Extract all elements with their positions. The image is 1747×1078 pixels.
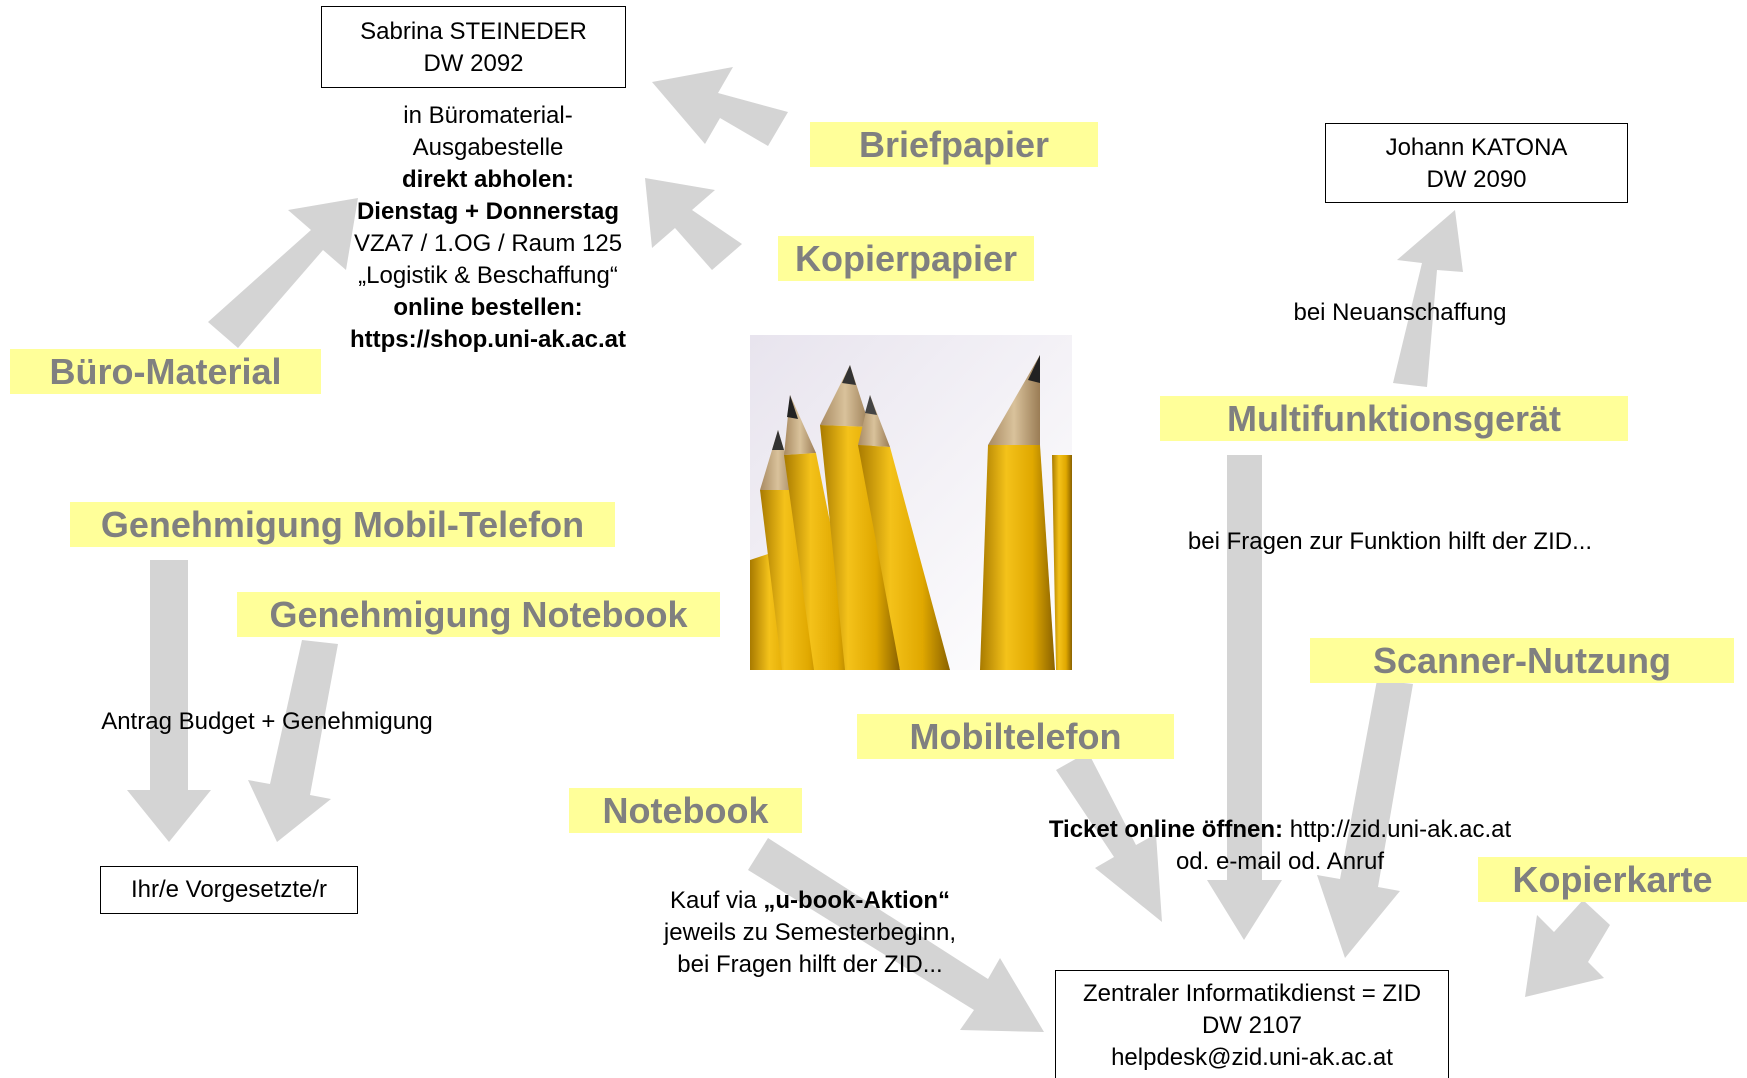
label-scanner: Scanner-Nutzung <box>1310 638 1734 683</box>
arrow-notebook-genehmigung-to-vorgesetzte <box>248 640 338 842</box>
arrow-notebook-to-zid <box>748 838 1044 1032</box>
arrow-multifunktion-to-katona <box>1393 210 1463 387</box>
arrow-multifunktion-to-zid <box>1207 455 1282 940</box>
label-bueromaterial: Büro-Material <box>10 349 321 394</box>
note-kauf: Kauf via „u-book-Aktion“ jeweils zu Seme… <box>630 885 990 981</box>
arrow-mobiltelefon-to-zid <box>1056 752 1162 922</box>
pencils-image <box>750 335 1072 670</box>
label-kopierkarte: Kopierkarte <box>1478 857 1747 902</box>
kauf-prefix: Kauf via <box>669 887 764 914</box>
kauf-line1: Kauf via „u-book-Aktion“ <box>630 885 990 917</box>
note-ticket: Ticket online öffnen: http://zid.uni-ak.… <box>1020 814 1540 878</box>
note-neuanschaffung: bei Neuanschaffung <box>1293 299 1507 326</box>
steineder-info-line: direkt abholen: <box>401 166 575 193</box>
kauf-bold: „u-book-Aktion“ <box>763 887 951 914</box>
arrow-bueromaterial-to-steineder <box>208 198 358 348</box>
zid-phone: DW 2107 <box>1201 1012 1303 1039</box>
ticket-line2: od. e-mail od. Anruf <box>1175 848 1385 875</box>
label-multifunktion: Multifunktionsgerät <box>1160 396 1628 441</box>
steineder-phone: DW 2092 <box>423 50 524 77</box>
zid-email: helpdesk@zid.uni-ak.ac.at <box>1111 1044 1393 1071</box>
steineder-info: in Büromaterial- Ausgabestelle direkt ab… <box>300 100 676 356</box>
ticket-url: http://zid.uni-ak.ac.at <box>1283 816 1512 843</box>
arrow-scanner-to-zid <box>1317 680 1413 958</box>
steineder-info-line: Ausgabestelle <box>412 134 564 161</box>
arrow-kopierpapier-to-steineder <box>645 178 742 270</box>
arrow-briefpapier-to-steineder <box>652 67 788 146</box>
label-notebook: Notebook <box>569 788 802 833</box>
kauf-line3: bei Fragen hilft der ZID... <box>677 951 943 978</box>
vorgesetzte-box: Ihr/e Vorgesetzte/r <box>100 866 358 914</box>
arrow-mobil-genehmigung-to-vorgesetzte <box>127 560 211 842</box>
note-fragen-funktion: bei Fragen zur Funktion hilft der ZID... <box>1187 528 1593 555</box>
steineder-name: Sabrina STEINEDER <box>360 18 587 45</box>
katona-box: Johann KATONA DW 2090 <box>1325 123 1628 203</box>
note-antrag: Antrag Budget + Genehmigung <box>101 708 433 735</box>
steineder-info-line: in Büromaterial- <box>403 102 573 129</box>
vorgesetzte-text: Ihr/e Vorgesetzte/r <box>130 876 328 903</box>
steineder-box: Sabrina STEINEDER DW 2092 <box>321 6 626 88</box>
steineder-info-line: https://shop.uni-ak.ac.at <box>349 326 627 353</box>
label-kopierpapier: Kopierpapier <box>778 236 1034 281</box>
steineder-info-line: VZA7 / 1.OG / Raum 125 <box>353 230 623 257</box>
label-mobiltelefon: Mobiltelefon <box>857 714 1174 759</box>
steineder-info-line: „Logistik & Beschaffung“ <box>358 262 618 289</box>
steineder-info-line: Dienstag + Donnerstag <box>356 198 620 225</box>
kauf-line2: jeweils zu Semesterbeginn, <box>663 919 957 946</box>
zid-box: Zentraler Informatikdienst = ZID DW 2107… <box>1055 970 1449 1078</box>
label-mobil-genehmigung: Genehmigung Mobil-Telefon <box>70 502 615 547</box>
steineder-info-line: online bestellen: <box>393 294 583 321</box>
zid-name: Zentraler Informatikdienst = ZID <box>1082 980 1422 1007</box>
label-briefpapier: Briefpapier <box>810 122 1098 167</box>
katona-name: Johann KATONA <box>1385 134 1568 161</box>
label-notebook-genehmigung: Genehmigung Notebook <box>237 592 720 637</box>
katona-phone: DW 2090 <box>1426 166 1527 193</box>
ticket-line1: Ticket online öffnen: http://zid.uni-ak.… <box>1020 814 1540 846</box>
ticket-bold: Ticket online öffnen: <box>1048 816 1284 843</box>
arrow-kopierkarte-to-zid <box>1525 900 1610 997</box>
